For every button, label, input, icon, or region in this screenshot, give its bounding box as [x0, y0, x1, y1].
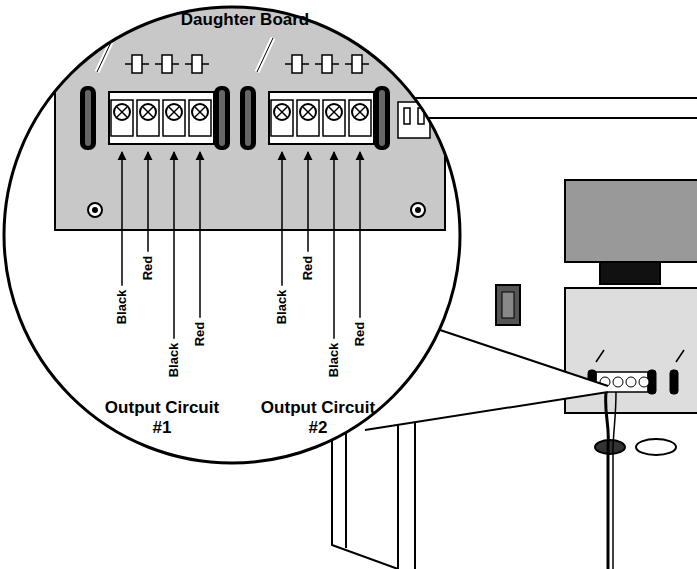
wire-color-label: Black	[327, 343, 342, 378]
wire-leader	[199, 152, 201, 318]
board-label-area: Daughter Board	[60, 10, 430, 30]
callout-line	[440, 330, 608, 386]
board-title: Daughter Board	[60, 10, 430, 30]
wire-leader	[281, 152, 283, 286]
wire-leader	[307, 152, 309, 252]
wire-leader	[333, 152, 335, 339]
wire-color-label: Red	[301, 256, 316, 281]
magnifier-rim	[4, 7, 460, 463]
callout-line	[365, 392, 608, 430]
wire-color-label: Red	[193, 322, 208, 347]
wire-color-label: Black	[275, 290, 290, 325]
wire-leader	[121, 152, 123, 286]
circuit-label: Output Circuit #2	[258, 398, 378, 437]
daughter-board-art	[55, 0, 445, 230]
wire-color-label: Black	[167, 343, 182, 378]
wire-leader	[359, 152, 361, 318]
wire-leader	[173, 152, 175, 339]
wire-color-label: Black	[115, 290, 130, 325]
wire-color-label: Red	[141, 256, 156, 281]
wire-leader	[147, 152, 149, 252]
circuit-label: Output Circuit #1	[102, 398, 222, 437]
wire-color-label: Red	[353, 322, 368, 347]
